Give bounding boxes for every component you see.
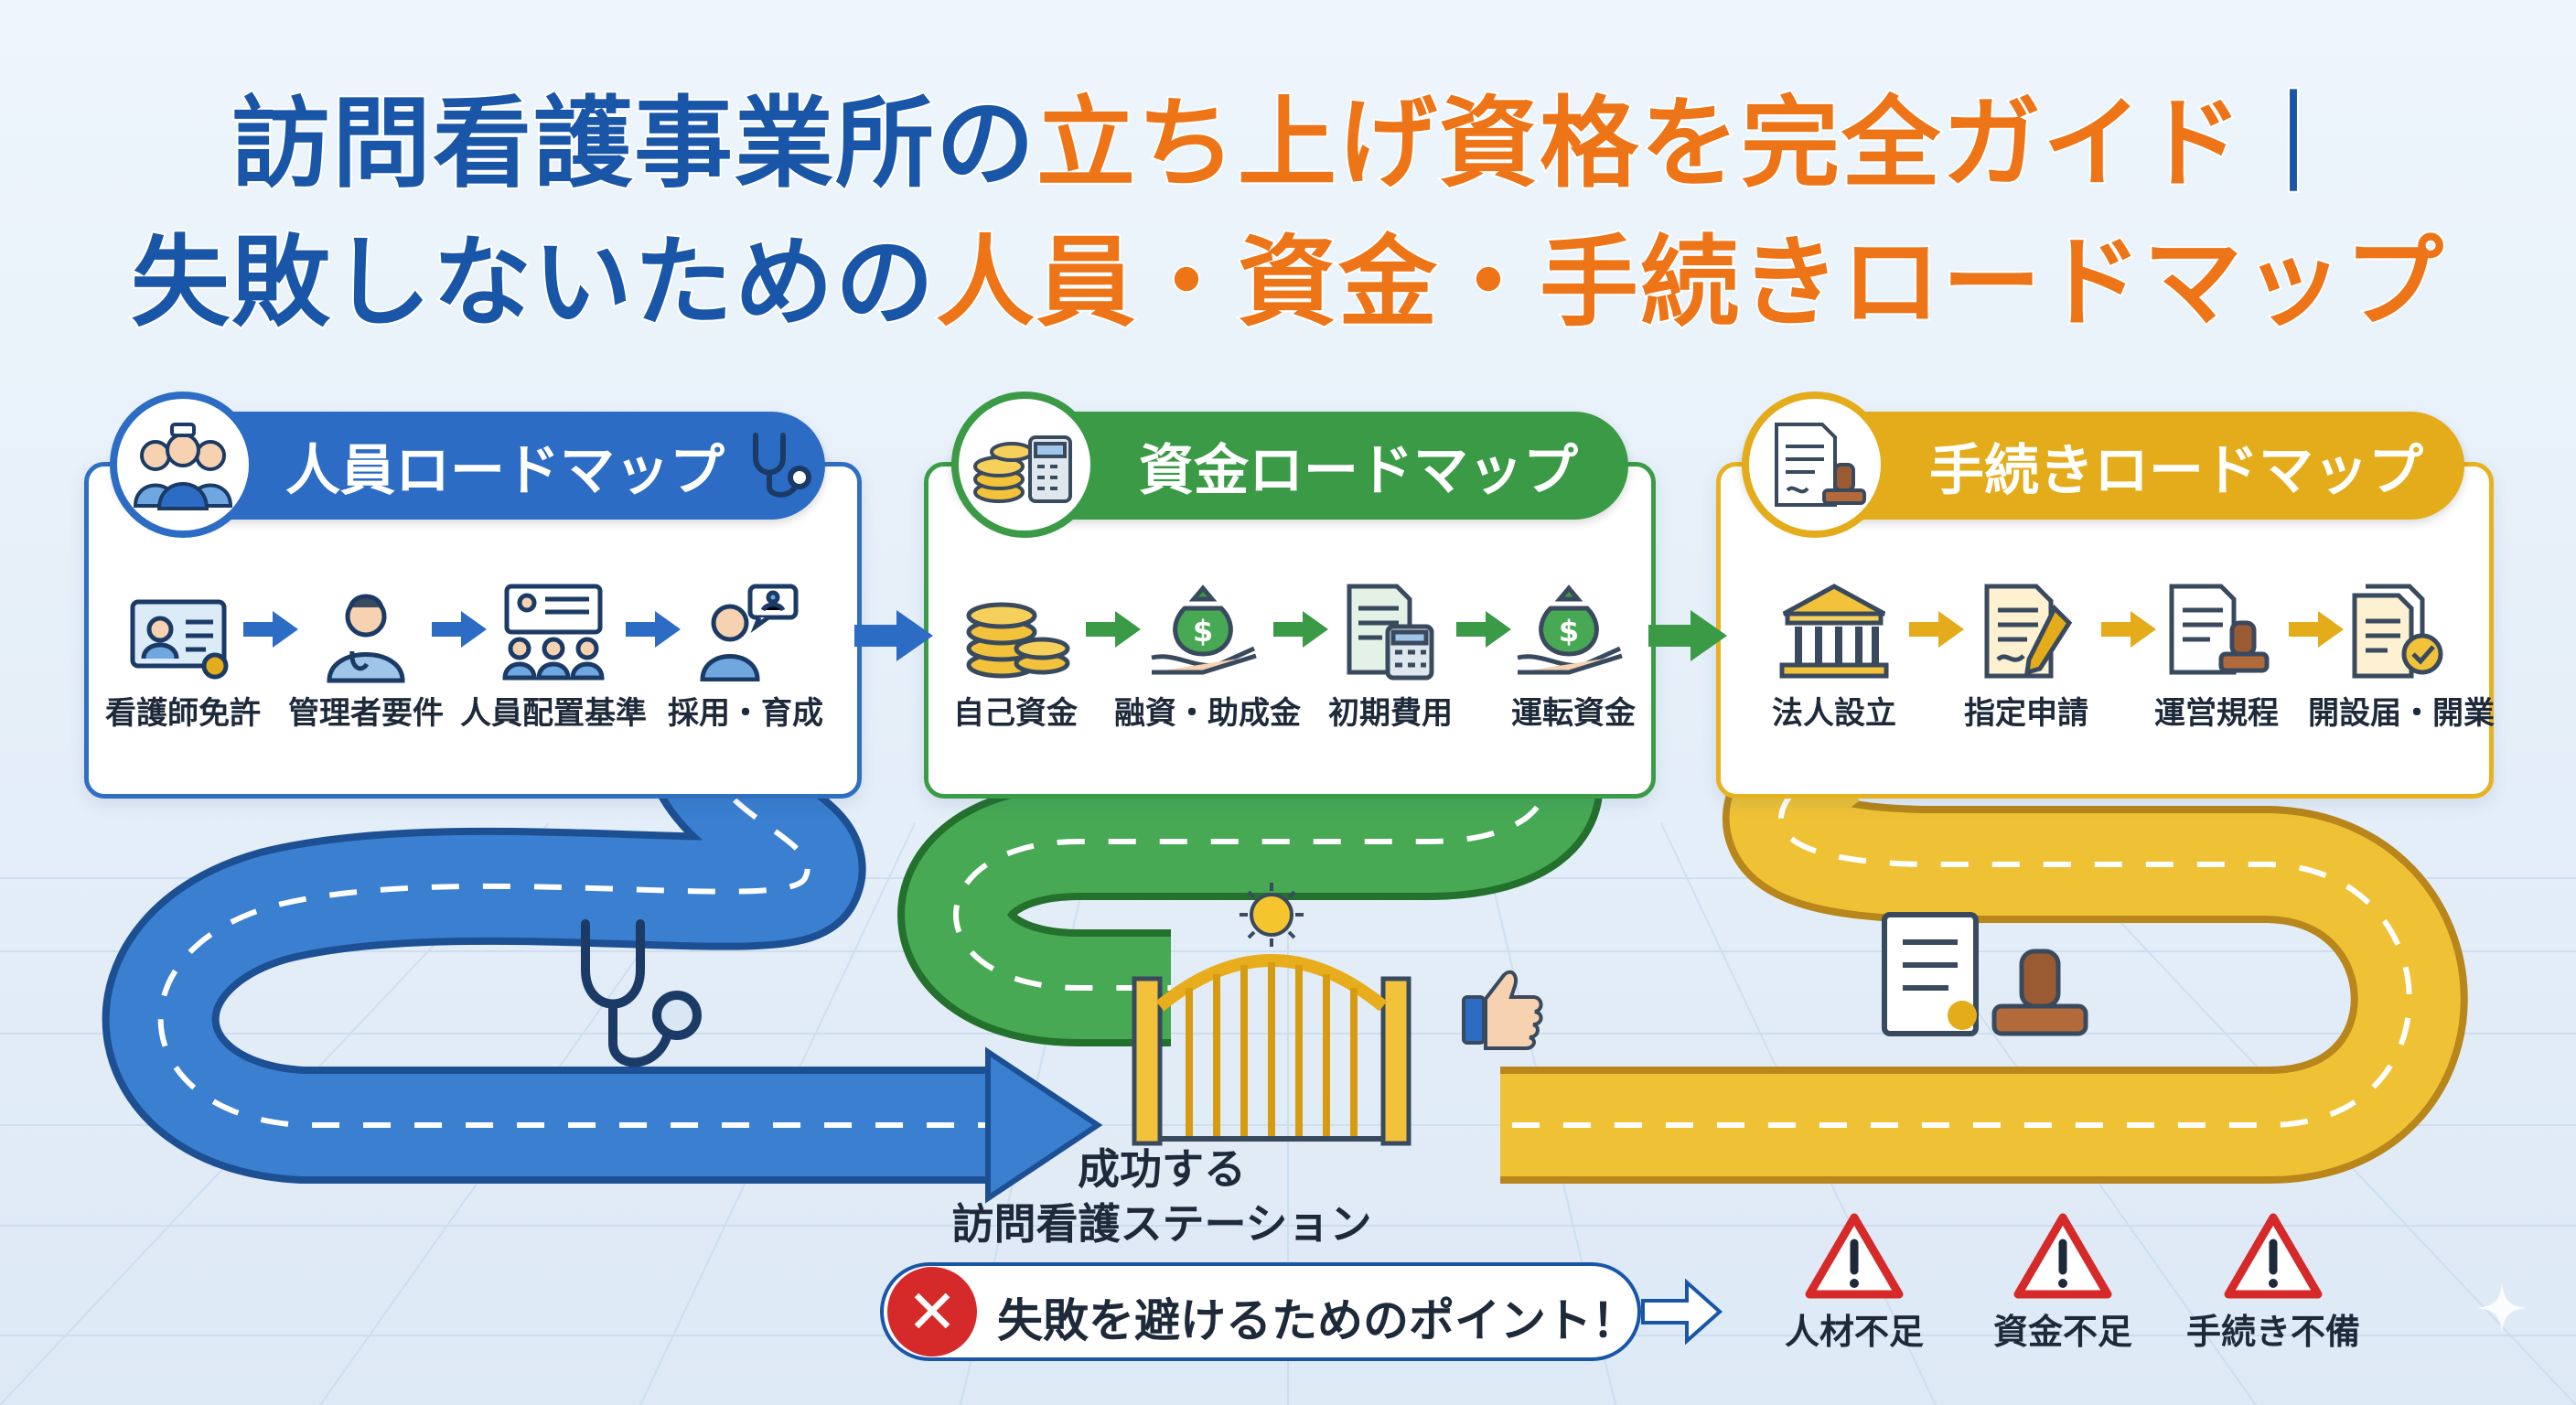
fund-roadmap-heading: 資金ロードマップ — [1139, 438, 1578, 503]
close-x-icon: ✕ — [887, 1267, 977, 1357]
staff-to-fund-arrow-icon — [854, 610, 933, 661]
money-bag-hand-icon: $ — [1151, 585, 1257, 675]
staff-board-icon — [502, 584, 605, 681]
thumbs-up-icon — [1462, 970, 1543, 1050]
nurse-manager-icon — [327, 594, 405, 683]
nurses-group-icon — [110, 391, 256, 538]
document-stamp-icon — [1742, 391, 1888, 538]
arrow-right-icon — [626, 611, 681, 648]
warning-triangle-icon — [2224, 1213, 2323, 1299]
failure-point-2: 資金不足 — [1992, 1312, 2132, 1352]
bank-building-icon — [1779, 584, 1889, 679]
recruit-chat-icon — [700, 584, 799, 681]
warning-triangle-icon — [1805, 1213, 1904, 1299]
title-blue-part-1: 訪問看護事業所の — [230, 85, 1036, 203]
application-pen-icon — [1984, 584, 2073, 679]
title-orange-part-1: 立ち上げ資格を完全ガイド — [1035, 85, 2244, 203]
title-orange-part-2: 人員・資金・手続きロードマップ — [934, 224, 2446, 342]
arrow-right-icon — [2289, 611, 2344, 648]
goal-label: 成功する 訪問看護ステーション — [933, 1142, 1390, 1251]
failure-points-box — [880, 1262, 1641, 1361]
proc-step-2-label: 指定申請 — [1964, 695, 2088, 732]
goal-label-line-2: 訪問看護ステーション — [951, 1199, 1372, 1249]
title-blue-part-2: 失敗しないための — [129, 224, 936, 342]
license-card-icon — [130, 599, 229, 680]
arrow-right-icon — [1456, 611, 1511, 648]
warning-triangle-icon — [2013, 1213, 2112, 1299]
title-separator: ｜ — [2242, 85, 2345, 203]
document-calculator-icon — [1347, 584, 1434, 681]
staff-road — [102, 732, 1103, 1204]
staff-step-2-label: 管理者要件 — [288, 695, 444, 732]
checked-document-icon — [2352, 584, 2443, 679]
certificate-stamp-icon — [1882, 912, 2088, 1036]
arrow-right-icon — [1909, 611, 1964, 648]
proc-road — [1500, 711, 2468, 1184]
stethoscope-small-icon — [753, 433, 811, 498]
failure-points-heading: 失敗を避けるためのポイント！ — [997, 1294, 1637, 1347]
stethoscope-icon — [581, 919, 702, 1067]
fund-to-proc-arrow-icon — [1648, 610, 1727, 661]
arrow-right-icon — [2101, 611, 2156, 648]
failure-point-1: 人材不足 — [1784, 1312, 1924, 1352]
money-bag-hand-icon: $ — [1517, 585, 1623, 675]
staff-step-1-label: 看護師免許 — [105, 695, 261, 732]
failure-point-3: 手続き不備 — [2185, 1312, 2360, 1352]
page-title-line-1: 訪問看護事業所の立ち上げ資格を完全ガイド｜ — [0, 64, 2576, 207]
goal-label-line-1: 成功する — [1078, 1144, 1246, 1194]
svg-text:$: $ — [1193, 614, 1213, 649]
proc-step-3-label: 運営規程 — [2154, 695, 2279, 732]
arrow-right-icon — [432, 611, 487, 648]
proc-step-4-label: 開設届・開業 — [2308, 695, 2495, 732]
proc-step-1-label: 法人設立 — [1772, 695, 1896, 732]
failure-arrow-icon — [1641, 1279, 1723, 1345]
arrow-right-icon — [1086, 611, 1141, 648]
success-gate-icon — [1132, 883, 1411, 1146]
proc-roadmap-heading: 手続きロードマップ — [1929, 438, 2423, 503]
stamped-rules-icon — [2169, 584, 2270, 675]
fund-step-1-label: 自己資金 — [953, 695, 1078, 732]
sparkle-icon — [2476, 1282, 2528, 1334]
coins-calculator-icon — [951, 391, 1098, 538]
fund-road — [897, 729, 1604, 1046]
fund-step-4-label: 運転資金 — [1511, 695, 1636, 732]
coin-stack-icon — [966, 602, 1070, 679]
page-title-line-2: 失敗しないための人員・資金・手続きロードマップ — [0, 203, 2576, 346]
svg-text:$: $ — [1559, 614, 1579, 649]
fund-step-2-label: 融資・助成金 — [1114, 695, 1301, 732]
arrow-right-icon — [243, 611, 298, 648]
arrow-right-icon — [1273, 611, 1328, 648]
staff-roadmap-heading: 人員ロードマップ — [285, 438, 724, 503]
staff-step-4-label: 採用・育成 — [668, 695, 823, 732]
fund-step-3-label: 初期費用 — [1328, 695, 1453, 732]
staff-step-3-label: 人員配置基準 — [460, 695, 647, 732]
